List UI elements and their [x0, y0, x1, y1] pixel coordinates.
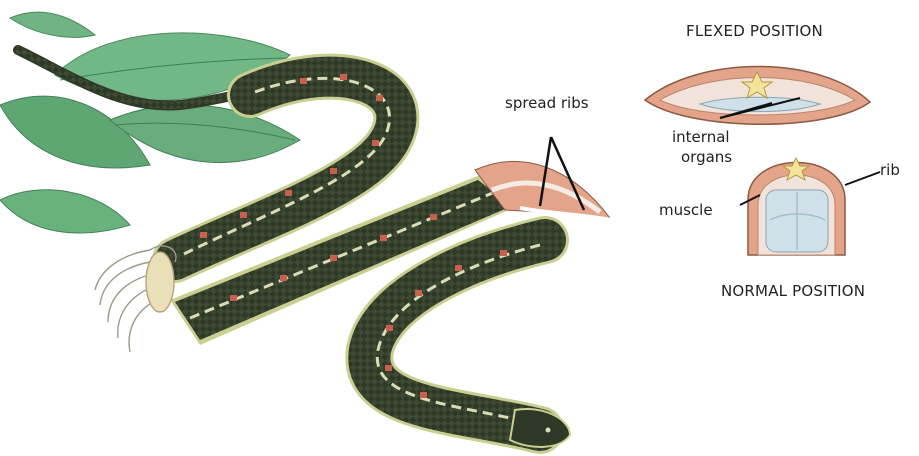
snake-head: [510, 409, 570, 447]
leaf: [10, 12, 95, 37]
rib-label: rib: [880, 163, 900, 178]
internal-organs-label-line1: internal: [672, 130, 730, 145]
normal-cross-section: [740, 158, 880, 255]
snake-lower-body: [369, 240, 570, 447]
normal-position-title: NORMAL POSITION: [721, 284, 865, 299]
internal-organs-label-line2: organs: [681, 150, 732, 165]
muscle-label: muscle: [659, 203, 713, 218]
leaf: [0, 190, 130, 233]
cut-ribs: [95, 246, 176, 352]
spread-ribs-label: spread ribs: [505, 96, 589, 111]
flexed-cross-section: [645, 66, 870, 124]
flexed-position-title: FLEXED POSITION: [686, 24, 823, 39]
